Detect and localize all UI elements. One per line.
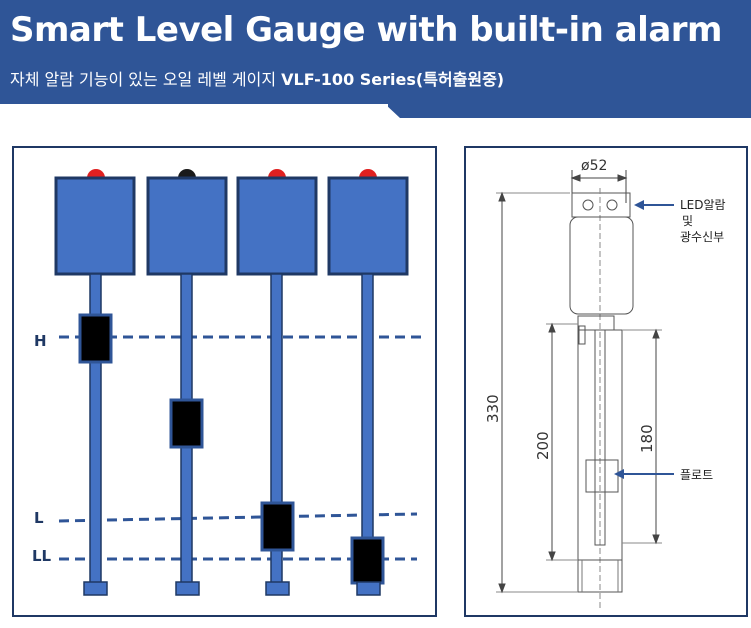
callout-led-line2: 및 bbox=[682, 214, 693, 228]
fitting-side-stub bbox=[578, 325, 586, 345]
sensor-head-block bbox=[571, 192, 631, 218]
level-label-low: L bbox=[34, 509, 44, 527]
level-label-high: H bbox=[34, 332, 47, 350]
gauge-1 bbox=[54, 169, 136, 596]
dim-330-arrow-top bbox=[498, 191, 506, 202]
subtitle-model: VLF-100 Series(특허출원중) bbox=[281, 70, 505, 89]
gauge-3-float bbox=[260, 501, 295, 552]
gauge-2-head bbox=[146, 176, 228, 276]
page-title: Smart Level Gauge with built-in alarm bbox=[10, 10, 722, 50]
gauge-3-head bbox=[236, 176, 318, 276]
dim-diameter-arrow-right bbox=[617, 174, 628, 182]
gauge-2-float bbox=[169, 398, 204, 449]
dim-180-arrow-bottom bbox=[652, 534, 660, 545]
dim-180-label: 180 bbox=[638, 424, 656, 453]
header-banner: Smart Level Gauge with built-in alarm 자체… bbox=[0, 0, 751, 118]
inner-rod bbox=[594, 329, 606, 546]
dim-200-label: 200 bbox=[534, 431, 552, 460]
gauge-4-head bbox=[327, 176, 409, 276]
header-background bbox=[0, 0, 751, 118]
callout-float-label: 플로트 bbox=[680, 468, 713, 482]
callout-float-arrowhead bbox=[614, 469, 624, 479]
dim-330-arrow-bottom bbox=[498, 583, 506, 594]
level-line-low bbox=[58, 512, 418, 523]
gauge-state-panel: H L LL bbox=[12, 146, 437, 617]
gauge-1-foot bbox=[83, 581, 108, 596]
gauge-2-foot bbox=[175, 581, 200, 596]
page-subtitle: 자체 알람 기능이 있는 오일 레벨 게이지 VLF-100 Series(특허… bbox=[10, 66, 504, 90]
level-label-low-low: LL bbox=[32, 547, 52, 565]
dim-200-arrow-bottom bbox=[548, 551, 556, 562]
gauge-4-lamp bbox=[359, 169, 377, 178]
gauge-4-foot bbox=[356, 581, 381, 596]
dim-180-arrow-top bbox=[652, 328, 660, 339]
led-window-right bbox=[606, 199, 618, 211]
callout-led-arrowhead bbox=[634, 200, 644, 210]
gauge-4 bbox=[327, 169, 409, 596]
gauge-3-foot bbox=[265, 581, 290, 596]
gauge-4-float bbox=[350, 536, 385, 585]
dim-200-arrow-top bbox=[548, 322, 556, 333]
gauge-1-head bbox=[54, 176, 136, 276]
gauge-3 bbox=[236, 169, 318, 596]
fitting-block bbox=[577, 315, 615, 331]
gauge-1-float bbox=[78, 313, 113, 364]
gauge-2-lamp bbox=[178, 169, 196, 178]
subtitle-korean: 자체 알람 기능이 있는 오일 레벨 게이지 bbox=[10, 70, 277, 89]
callout-led-line1: LED알람 bbox=[680, 198, 726, 212]
led-window-left bbox=[582, 199, 594, 211]
technical-drawing: ø52 330 200 bbox=[484, 158, 726, 608]
callout-led-line3: 광수신부 bbox=[680, 230, 724, 244]
dim-diameter-label: ø52 bbox=[581, 158, 607, 174]
gauge-1-lamp bbox=[87, 169, 105, 178]
dim-330-label: 330 bbox=[484, 394, 502, 423]
technical-drawing-panel: ø52 330 200 bbox=[464, 146, 748, 617]
dim-diameter-arrow-left bbox=[570, 174, 581, 182]
gauge-2 bbox=[146, 169, 228, 596]
gauge-state-diagram: H L LL bbox=[32, 169, 424, 596]
gauge-3-lamp bbox=[268, 169, 286, 178]
float-body bbox=[585, 459, 619, 493]
tube-threaded-end bbox=[577, 559, 623, 593]
housing-body bbox=[569, 216, 634, 315]
